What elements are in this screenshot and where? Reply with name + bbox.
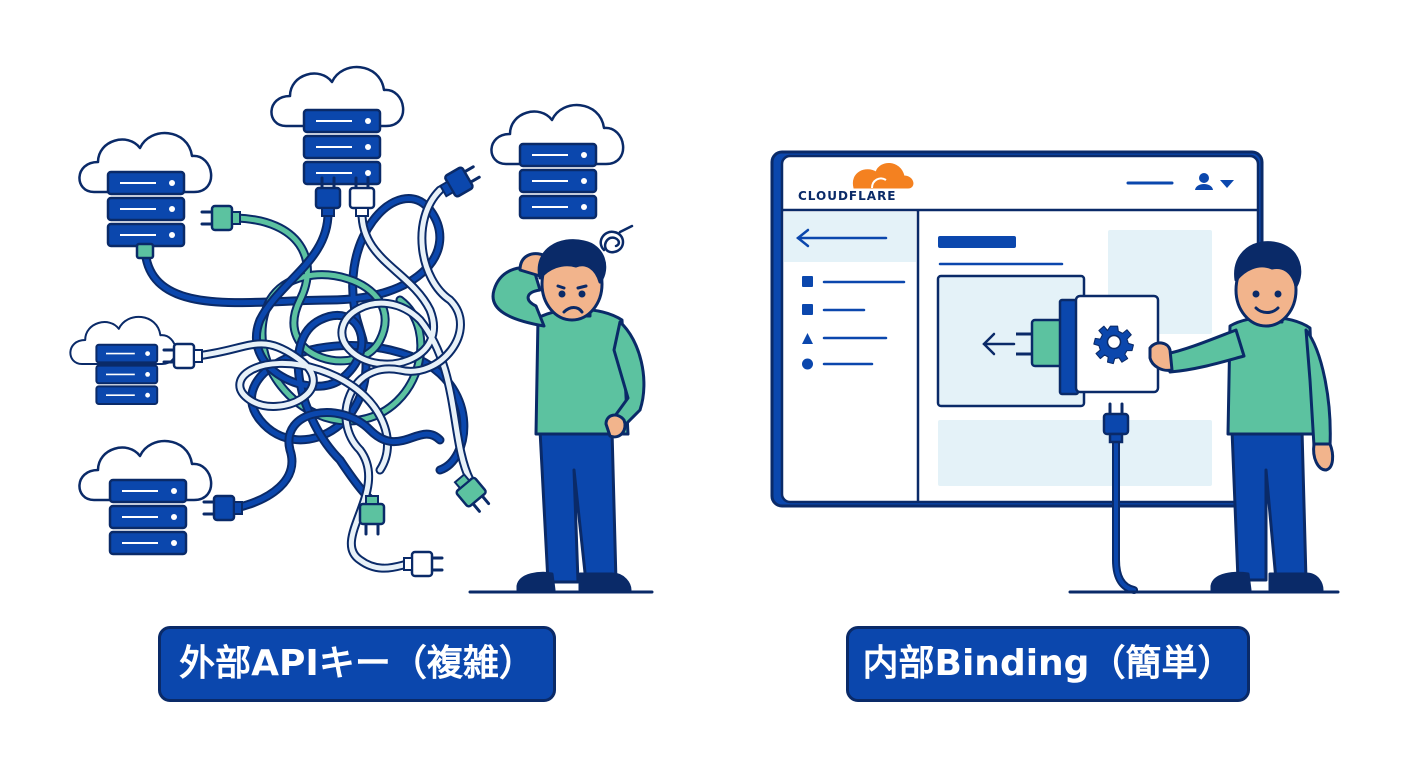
arrow-left-icon [795,228,888,248]
arrow-left-icon [982,332,1016,356]
caption-external-api-key: 外部APIキー（複雑） [158,626,556,702]
user-icon [1195,173,1213,190]
left-panel [69,65,654,594]
plug-icon [402,550,444,578]
hanging-cable [1102,402,1138,594]
dizzy-scribble-icon [599,224,634,254]
plug-bottom-3 [448,469,495,517]
cloud-server-5 [78,439,213,556]
plug-icon [1016,298,1080,396]
server-icon [106,170,186,248]
right-panel: CLOUDFLARE [770,150,1340,594]
confused-person [491,239,646,592]
server-icon [95,343,159,406]
server-icon [302,108,382,186]
cloud-server-2 [270,65,405,186]
plug-left-1 [200,204,242,232]
chevron-down-icon [1220,180,1234,188]
caption-internal-binding: 内部Binding（簡単） [846,626,1250,702]
plug-icon [448,469,495,517]
plug-icon [200,204,242,232]
tangled-cables [140,185,475,573]
plug-icon [202,494,244,522]
cloud-server-1 [78,131,213,248]
main-panel-bottom [938,420,1212,486]
cloud-server-4 [69,315,177,406]
plug-left-3 [202,494,244,522]
server-icon [108,478,188,556]
cable-end [135,242,155,260]
cloudflare-logo: CLOUDFLARE [798,163,914,203]
gear-icon [1093,325,1134,365]
plug-bottom-2 [402,550,444,578]
plug-icon [435,160,484,203]
dashboard-window: CLOUDFLARE [770,150,1264,508]
plug-top-3 [435,160,484,203]
brand-text: CLOUDFLARE [798,189,897,203]
cloud-server-3 [490,103,625,220]
smiling-person [1148,241,1335,592]
server-icon [518,142,598,220]
